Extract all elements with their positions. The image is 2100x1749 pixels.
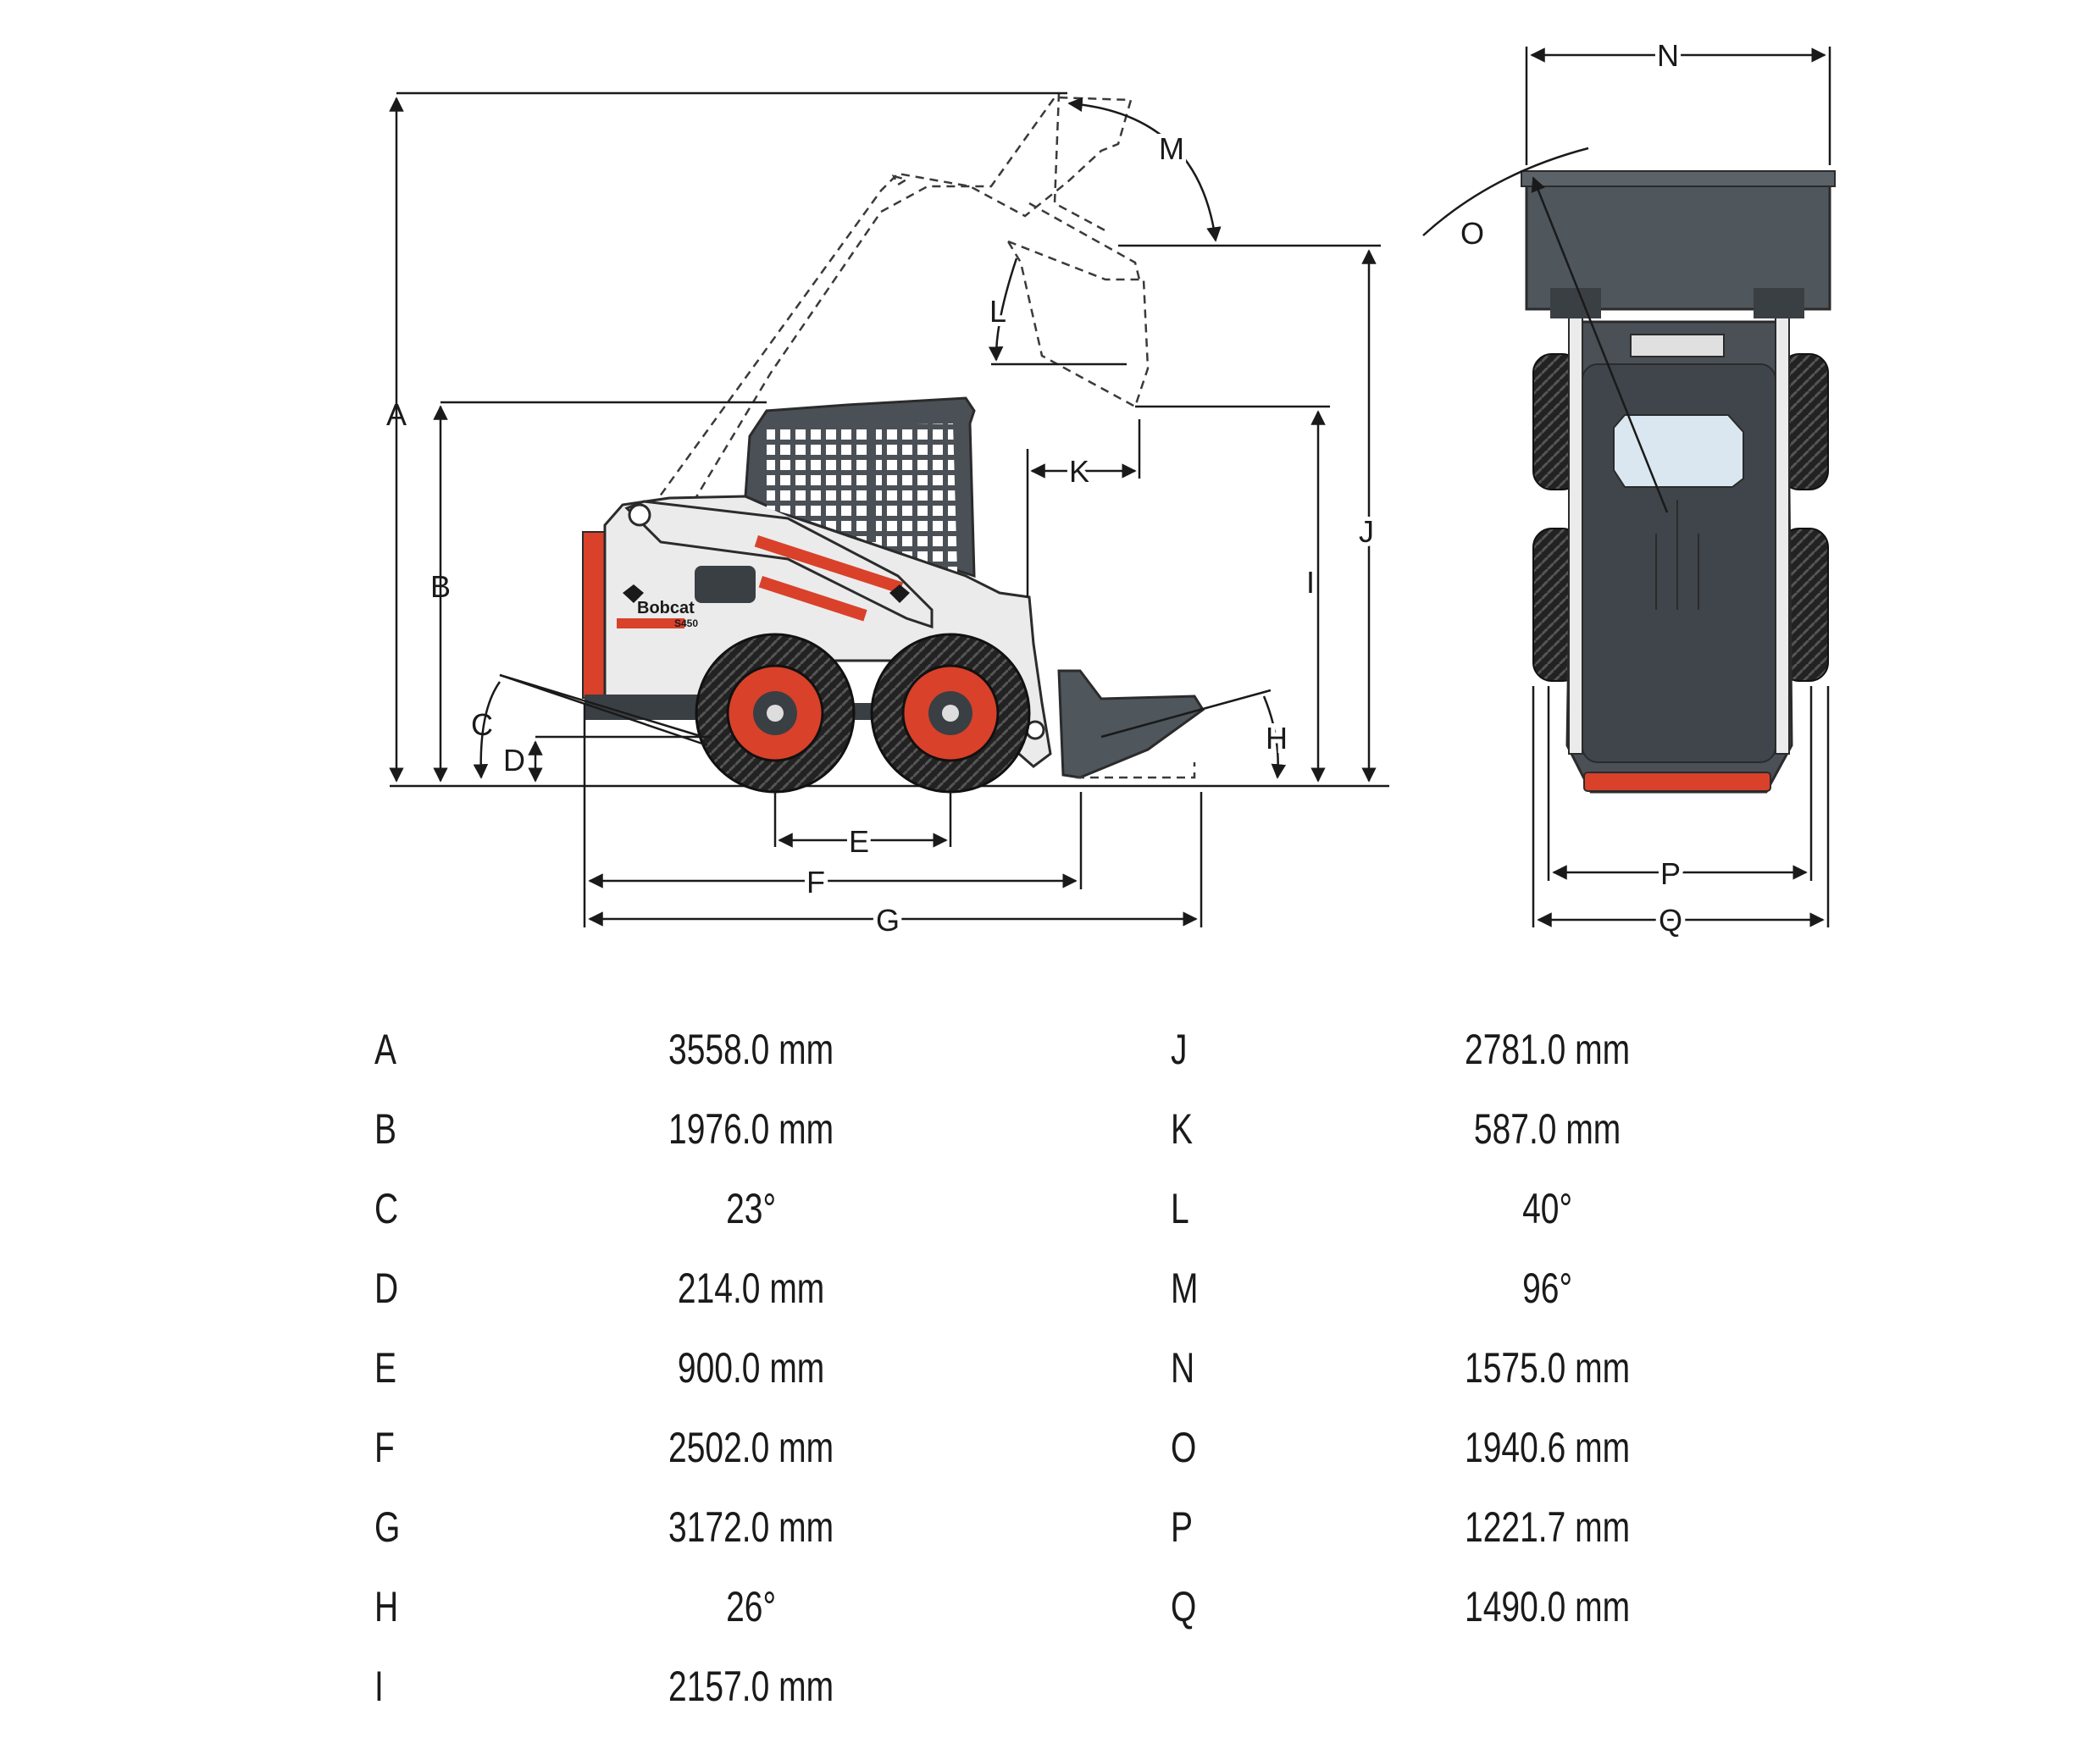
spec-value: 96° [1522, 1265, 1573, 1312]
dim-label-b: B [430, 569, 451, 604]
side-bucket [1057, 669, 1205, 779]
spec-key: H [374, 1583, 399, 1630]
spec-key: L [1171, 1185, 1189, 1232]
spec-value: 1221.7 mm [1465, 1503, 1631, 1551]
spec-key: K [1171, 1105, 1194, 1153]
spec-key: A [374, 1026, 397, 1073]
spec-value: 26° [726, 1583, 777, 1630]
spec-key: P [1171, 1503, 1194, 1551]
spec-value: 3558.0 mm [668, 1026, 834, 1073]
spec-key: E [374, 1344, 397, 1392]
spec-key: G [374, 1503, 401, 1551]
dim-label-i: I [1306, 565, 1315, 600]
top-view: N O P Q [1422, 34, 1836, 942]
dim-label-m: M [1159, 131, 1184, 166]
spec-value: 1940.6 mm [1465, 1424, 1631, 1471]
dim-label-j: J [1359, 514, 1374, 549]
dim-label-h: H [1266, 721, 1288, 756]
brand-logo-text: Bobcat [637, 599, 695, 617]
spec-value: 1490.0 mm [1465, 1583, 1631, 1630]
lift-arm [624, 500, 1045, 740]
dim-label-o: O [1460, 216, 1484, 251]
loader-dimension-diagram: Bobcat S450 A B [386, 34, 1836, 942]
spec-key: B [374, 1105, 397, 1153]
top-rear-bumper [1583, 772, 1771, 792]
spec-key: J [1171, 1026, 1188, 1073]
dim-label-k: K [1069, 454, 1089, 489]
top-cab-window [1613, 414, 1744, 488]
spec-value: 3172.0 mm [668, 1503, 834, 1551]
spec-value: 587.0 mm [1473, 1105, 1621, 1153]
side-view: Bobcat S450 A B [386, 91, 1389, 942]
spec-value: 40° [1522, 1185, 1573, 1232]
spec-value: 2502.0 mm [668, 1424, 834, 1471]
dim-label-d: D [503, 743, 525, 778]
dim-label-e: E [849, 824, 869, 859]
spec-key: O [1171, 1424, 1197, 1471]
spec-key: M [1171, 1265, 1199, 1312]
operator-cab [744, 396, 976, 578]
bobcat-logo: Bobcat S450 [617, 584, 910, 629]
dim-label-n: N [1657, 38, 1679, 73]
dim-label-f: F [806, 865, 825, 899]
spec-value: 1575.0 mm [1465, 1344, 1631, 1392]
dim-label-c: C [471, 707, 493, 742]
spec-value: 2781.0 mm [1465, 1026, 1631, 1073]
spec-value: 900.0 mm [677, 1344, 825, 1392]
dim-label-a: A [386, 397, 407, 432]
spec-key: C [374, 1185, 399, 1232]
rear-wheel [695, 633, 856, 794]
spec-key: D [374, 1265, 399, 1312]
spec-key: I [374, 1663, 384, 1710]
dim-label-g: G [876, 903, 900, 938]
spec-key: Q [1171, 1583, 1197, 1630]
dim-label-p: P [1660, 856, 1681, 891]
rear-counterweight [582, 531, 606, 699]
dim-label-q: Q [1659, 903, 1682, 938]
spec-key: N [1171, 1344, 1195, 1392]
spec-value: 214.0 mm [677, 1265, 825, 1312]
spec-value: 23° [726, 1185, 777, 1232]
dim-label-l: L [989, 294, 1006, 329]
spec-value: 1976.0 mm [668, 1105, 834, 1153]
spec-value: 2157.0 mm [668, 1663, 834, 1710]
front-wheel [870, 633, 1031, 794]
model-badge-text: S450 [674, 617, 698, 629]
spec-key: F [374, 1424, 395, 1471]
